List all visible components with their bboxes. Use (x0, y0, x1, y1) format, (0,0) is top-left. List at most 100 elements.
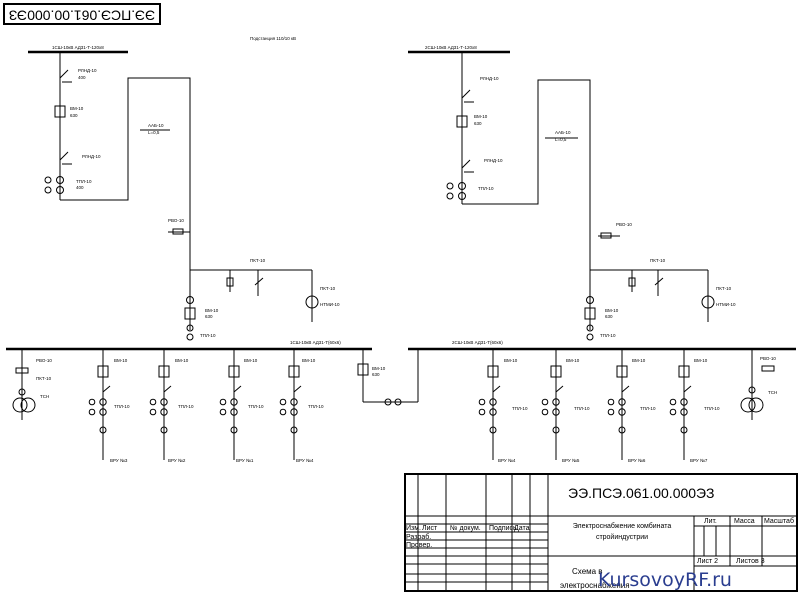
label-current: 400 (78, 75, 86, 80)
massa-label: Масса (734, 518, 755, 525)
label-outgoing: ВРУ №1 (236, 458, 254, 463)
label-breaker: ВМ-10 (114, 358, 128, 363)
title-code: ЭЭ.ПСЭ.061.00.000ЭЗ (568, 485, 714, 501)
label-breaker: ВМ-10 (175, 358, 189, 363)
right-top-bus-label: 2СШ-10кВ АД31-Т-120х8 (425, 45, 477, 50)
label-outgoing: ВРУ №6 (628, 458, 646, 463)
label-tn: НТМИ-10 (320, 302, 340, 307)
label-cable-len: L=0,5 (148, 130, 160, 135)
substation-caption: Подстанция 110/10 кВ (250, 36, 296, 41)
label-current: 630 (70, 113, 78, 118)
label-breaker: ВМ-10 (205, 308, 219, 313)
header-izm: Изм. (406, 525, 421, 532)
left-top-bus-section: 1СШ-10кВ АД31-Т-120х8 РЛНД-10 400 ВМ-10 … (28, 45, 340, 341)
masshtab-label: Масштаб (764, 517, 794, 525)
label-outgoing: ВРУ №7 (690, 458, 708, 463)
list-label: Лист 2 (697, 558, 718, 565)
row-prover: Провер. (406, 542, 432, 549)
label-ct: ТПЛ-10 (640, 406, 656, 411)
label-breaker: ВМ-10 (566, 358, 580, 363)
label-disconnector: РЛНД-10 (480, 76, 499, 81)
label-fuse: ПКТ-10 (650, 258, 666, 263)
listov-label: Листов 3 (736, 558, 765, 565)
label-ct: ТПЛ-10 (512, 406, 528, 411)
feeder-right-1: ВМ-10 ТПЛ-10 ВРУ №4 (478, 349, 528, 463)
row-razrab: Разраб. (406, 533, 431, 541)
label-ct: ТПЛ-10 (478, 186, 494, 191)
label-ct: ТПЛ-10 (200, 333, 216, 338)
label-outgoing: ВРУ №3 (110, 458, 128, 463)
label-breaker: ВМ-10 (244, 358, 258, 363)
label-breaker: ВМ-10 (70, 106, 84, 111)
tsn-left: РВО-10 ПКТ-10 ТСН (12, 349, 52, 420)
label-ct: ТПЛ-10 (248, 404, 264, 409)
label-current: 630 (205, 314, 213, 319)
feeder-right-4: ВМ-10 ТПЛ-10 ВРУ №7 (669, 349, 720, 463)
sheet-title-2: электроснабжения (560, 581, 630, 590)
stamp-code: ЭЭ.ПСЭ.061.00.000ЭЗ (9, 7, 155, 23)
label-outgoing: ВРУ №5 (562, 458, 580, 463)
header-sign: Подпись (489, 525, 517, 532)
label-breaker: ВМ-10 (605, 308, 619, 313)
label-breaker: ВМ-10 (632, 358, 646, 363)
feeder-right-2: ВМ-10 ТПЛ-10 ВРУ №5 (541, 349, 590, 463)
label-disconnector: РЛНД-10 (82, 154, 101, 159)
label-cable: ААБ-10 (555, 130, 571, 135)
label-breaker: ВМ-10 (474, 114, 488, 119)
label-fuse: ПКТ-10 (716, 286, 732, 291)
sectional-breaker: ВМ-10 630 (357, 349, 419, 406)
left-top-bus-label: 1СШ-10кВ АД31-Т-120х8 (52, 45, 104, 50)
label-arrester: РВО-10 (616, 222, 632, 227)
label-tn: НТМИ-10 (716, 302, 736, 307)
label-ct: ТПЛ-10 (574, 406, 590, 411)
label-breaker: ВМ-10 (694, 358, 708, 363)
right-main-bus-label: 2СШ-10кВ АД31-Т(60х6) (452, 340, 503, 345)
label-current: 400 (76, 185, 84, 190)
feeder-left-1: ВМ-10 ТПЛ-10 ВРУ №3 (88, 349, 130, 463)
label-ct: ТПЛ-10 (308, 404, 324, 409)
label-arrester: РВО-10 (36, 358, 52, 363)
label-cable-len: L=0,5 (555, 137, 567, 142)
label-breaker: ВМ-10 (302, 358, 316, 363)
header-doc: № докум. (450, 525, 481, 532)
label-disconnector: РЛНД-10 (484, 158, 503, 163)
watermark-text: KursovoyRF.ru (598, 569, 732, 591)
label-arrester: РВО-10 (168, 218, 184, 223)
right-top-bus-section: 2СШ-10кВ АД31-Т-120х8 РЛНД-10 ВМ-10 630 … (408, 45, 736, 341)
feeder-left-2: ВМ-10 ТПЛ-10 ВРУ №2 (149, 349, 194, 463)
title-block: ЭЭ.ПСЭ.061.00.000ЭЗ Изм. Лист № докум. П… (404, 473, 798, 592)
label-ct: ТПЛ-10 (178, 404, 194, 409)
label-breaker: ВМ-10 (372, 366, 386, 371)
label-fuse: ПКТ-10 (250, 258, 266, 263)
label-fuse: ПКТ-10 (320, 286, 336, 291)
label-current: 630 (474, 121, 482, 126)
label-outgoing: ВРУ №4 (296, 458, 314, 463)
header-date: Дата (514, 525, 530, 532)
lit-label: Лит. (704, 518, 717, 525)
label-current: 630 (605, 314, 613, 319)
label-tsn: ТСН (768, 390, 777, 395)
feeder-right-3: ВМ-10 ТПЛ-10 ВРУ №6 (607, 349, 656, 463)
label-ct: ТПЛ-10 (76, 179, 92, 184)
label-breaker: ВМ-10 (504, 358, 518, 363)
feeder-left-4: ВМ-10 ТПЛ-10 ВРУ №4 (279, 349, 324, 463)
label-current: 630 (372, 372, 380, 377)
feeder-left-3: ВМ-10 ТПЛ-10 ВРУ №1 (219, 349, 264, 463)
label-outgoing: ВРУ №4 (498, 458, 516, 463)
label-outgoing: ВРУ №2 (168, 458, 186, 463)
project-line2: стройиндустрии (596, 533, 648, 541)
label-tsn: ТСН (40, 394, 49, 399)
label-fuse: ПКТ-10 (36, 376, 52, 381)
label-disconnector: РЛНД-10 (78, 68, 97, 73)
project-line1: Электроснабжение комбината (573, 522, 672, 530)
header-list: Лист (422, 525, 438, 532)
rotated-stamp: ЭЭ.ПСЭ.061.00.000ЭЗ (3, 3, 161, 25)
label-arrester: РВО-10 (760, 356, 776, 361)
label-ct: ТПЛ-10 (704, 406, 720, 411)
label-ct: ТПЛ-10 (114, 404, 130, 409)
sheet-title-1: Схема в (572, 567, 603, 576)
label-ct: ТПЛ-10 (600, 333, 616, 338)
left-main-bus-label: 1СШ-10кВ АД31-Т(60х6) (290, 340, 341, 345)
tsn-right: РВО-10 ТСН (740, 349, 777, 420)
